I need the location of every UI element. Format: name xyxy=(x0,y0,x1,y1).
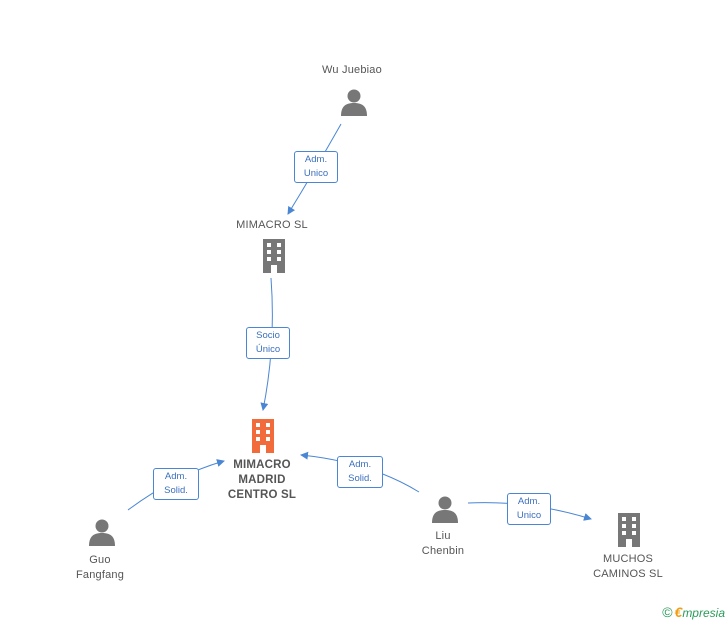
node-label-main-company[interactable]: MIMACRO MADRID CENTRO SL xyxy=(227,459,297,501)
copyright-symbol: © xyxy=(662,604,673,620)
person-icon[interactable] xyxy=(431,495,459,523)
node-label-muchos-caminos[interactable]: MUCHOS CAMINOS SL xyxy=(593,553,663,580)
edge-label-adm-unico: Adm. Unico xyxy=(294,151,338,183)
edge-label-adm-solid: Adm. Solid. xyxy=(337,456,383,488)
node-label-liu-chenbin[interactable]: Liu Chenbin xyxy=(421,530,465,557)
person-icon[interactable] xyxy=(340,88,368,116)
node-label-wu-juebiao[interactable]: Wu Juebiao xyxy=(322,64,382,76)
building-icon[interactable] xyxy=(614,512,644,548)
edge-label-adm-unico: Adm. Unico xyxy=(507,493,551,525)
person-icon[interactable] xyxy=(88,518,116,546)
edge-label-socio-unico: Socio Único xyxy=(246,327,290,359)
empresia-watermark: ©€mpresia xyxy=(662,604,725,620)
building-icon[interactable] xyxy=(259,238,289,274)
node-label-mimacro-sl[interactable]: MIMACRO SL xyxy=(236,219,308,231)
edge-label-adm-solid: Adm. Solid. xyxy=(153,468,199,500)
building-icon-main[interactable] xyxy=(248,418,278,454)
node-label-guo-fangfang[interactable]: Guo Fangfang xyxy=(75,554,125,581)
brand-name: mpresia xyxy=(682,606,725,620)
brand-initial: € xyxy=(674,604,683,620)
